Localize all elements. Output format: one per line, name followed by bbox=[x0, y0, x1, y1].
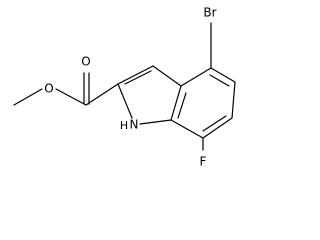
bond-methyl-o bbox=[13, 88, 43, 106]
bond-c4-c5 bbox=[210, 67, 236, 83]
atom-fluorine: F bbox=[200, 155, 207, 169]
bond-c3a-c7a bbox=[170, 85, 182, 121]
atom-oxygen-carbonyl: O bbox=[81, 55, 90, 69]
atom-hydrogen: H bbox=[120, 119, 128, 132]
bond-o-carbonyl-carbon bbox=[55, 88, 87, 106]
bond-c5-c6 bbox=[231, 81, 236, 119]
atom-nitrogen: N bbox=[130, 118, 139, 132]
bond-c4-c5-inner bbox=[209, 74, 230, 87]
bond-c6-c7-inner bbox=[202, 115, 227, 132]
atom-bromine: Br bbox=[203, 6, 216, 20]
bond-c6-c7 bbox=[202, 117, 233, 139]
bond-c3-c3a bbox=[152, 65, 182, 87]
bond-c3a-c7a-inner bbox=[177, 92, 187, 119]
bond-c2-c3-outer bbox=[117, 65, 154, 85]
molecule-structure: Br O O N H F bbox=[13, 6, 236, 169]
atom-oxygen-ester: O bbox=[44, 82, 53, 96]
bond-c7a-n1 bbox=[139, 119, 172, 125]
bond-c3a-c4 bbox=[180, 67, 212, 87]
bond-n1-c2 bbox=[117, 83, 133, 119]
bond-carbonyl-carbon-c2 bbox=[85, 83, 119, 106]
bond-c2-c3-inner bbox=[124, 70, 152, 85]
bond-c7-c7a bbox=[170, 119, 204, 139]
